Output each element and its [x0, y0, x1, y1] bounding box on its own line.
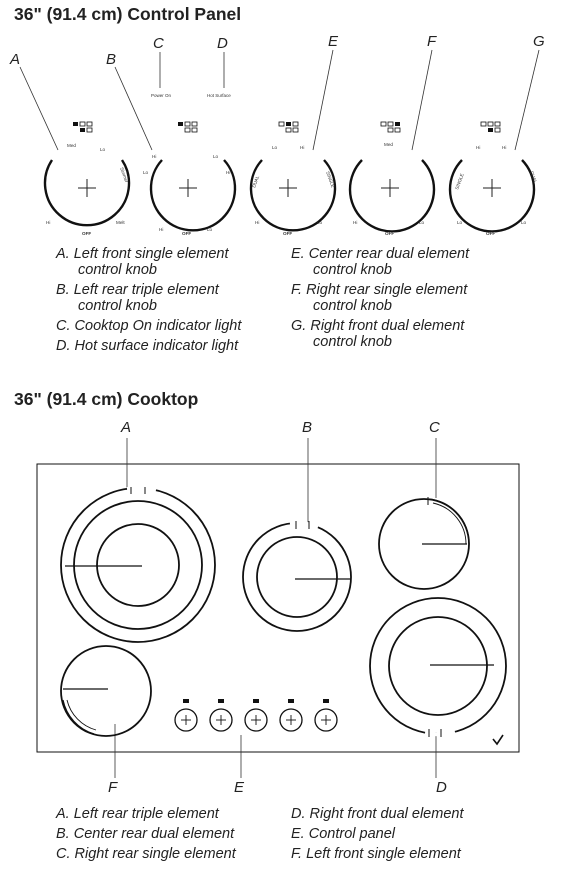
svg-text:OFF: OFF: [486, 231, 495, 236]
svg-text:Hi: Hi: [152, 154, 156, 159]
knob-center-rear-dual[interactable]: Lo Hi DUAL SINGLE Hi Lo OFF: [249, 121, 337, 236]
hot-surface-label: Hot Surface: [207, 93, 231, 98]
knob-left-rear-triple[interactable]: Hi Lo Lo Hi Hi Lo OFF: [143, 121, 237, 236]
svg-text:Lo: Lo: [457, 220, 463, 225]
element-position-icon: [73, 121, 93, 133]
svg-text:Hi: Hi: [159, 227, 163, 232]
cooktop-knob-2[interactable]: [209, 699, 233, 732]
legend-item-e: E. Control panel: [291, 826, 395, 842]
cooktop-knob-5[interactable]: [314, 699, 338, 732]
callout-e: E: [234, 779, 245, 796]
svg-text:SINGLE: SINGLE: [454, 173, 464, 191]
callout-b: B: [106, 51, 116, 68]
legend-item-d: D. Hot surface indicator light: [56, 338, 239, 354]
element-left-front-single: [60, 645, 152, 737]
callout-b-leader: [114, 66, 153, 151]
legend-item-c: C. Right rear single element: [56, 846, 236, 862]
legend-item-b: B. Left rear triple element: [56, 282, 219, 298]
callout-a-leader: [19, 66, 59, 151]
legend-item-a: A. Left front single element: [56, 246, 229, 262]
svg-text:Hi: Hi: [502, 145, 506, 150]
svg-text:Hi: Hi: [476, 145, 480, 150]
callout-d: D: [217, 35, 228, 52]
svg-text:OFF: OFF: [385, 231, 394, 236]
svg-text:Lo: Lo: [143, 170, 149, 175]
legend-item-f: F. Right rear single element: [291, 282, 468, 298]
brand-logo-icon: [492, 734, 504, 746]
callout-e-leader: [312, 49, 334, 151]
callout-a: A: [9, 51, 20, 68]
svg-text:Hi: Hi: [300, 145, 304, 150]
svg-text:Lo: Lo: [521, 220, 527, 225]
callout-d: D: [436, 779, 447, 796]
callout-f: F: [108, 779, 118, 796]
svg-text:OFF: OFF: [182, 231, 191, 236]
legend-item-d: D. Right front dual element: [291, 806, 464, 822]
svg-text:OFF: OFF: [283, 231, 292, 236]
svg-text:Hi: Hi: [46, 220, 50, 225]
svg-text:Med: Med: [384, 142, 393, 147]
svg-text:OFF: OFF: [82, 231, 91, 236]
knob-right-front-dual[interactable]: Hi Hi SINGLE DUAL Lo Lo OFF: [448, 121, 538, 236]
cooktop-knob-1[interactable]: [174, 699, 198, 732]
callout-f: F: [427, 33, 437, 50]
element-right-front-dual: [369, 597, 507, 737]
power-on-label: Power On: [151, 93, 172, 98]
svg-text:Lo: Lo: [100, 147, 106, 152]
cooktop-title: 36" (91.4 cm) Cooktop: [14, 389, 199, 409]
svg-text:Lo: Lo: [419, 220, 425, 225]
svg-text:Lo: Lo: [207, 227, 213, 232]
svg-text:DUAL: DUAL: [529, 171, 538, 185]
knob-left-front-single[interactable]: Med Lo Simmer Hi Melt OFF: [43, 121, 131, 236]
control-panel-title: 36" (91.4 cm) Control Panel: [14, 4, 242, 24]
legend-item-f: F. Left front single element: [291, 846, 461, 862]
svg-text:Lo: Lo: [213, 154, 219, 159]
control-panel: [174, 699, 338, 732]
element-position-icon: [380, 121, 401, 133]
cooktop-knob-3[interactable]: [244, 699, 268, 732]
svg-text:Lo: Lo: [317, 220, 323, 225]
legend-item-a: A. Left rear triple element: [56, 806, 219, 822]
legend-item-b: B. Center rear dual element: [56, 826, 235, 842]
svg-text:Melt: Melt: [116, 220, 125, 225]
legend-item-e: E. Center rear dual element: [291, 246, 470, 262]
svg-text:Hi: Hi: [255, 220, 259, 225]
svg-text:Lo: Lo: [272, 145, 278, 150]
element-position-icon: [278, 121, 299, 133]
element-position-icon: [178, 121, 198, 133]
element-left-rear-triple: [60, 486, 216, 643]
callout-b: B: [302, 419, 312, 436]
element-center-rear-dual: [242, 521, 352, 632]
callout-g: G: [533, 33, 545, 50]
callout-e: E: [328, 33, 339, 50]
callout-f-leader: [411, 49, 433, 151]
cooktop-outline: [36, 463, 520, 753]
svg-text:Med: Med: [67, 143, 76, 148]
legend-item-g: G. Right front dual element: [291, 318, 465, 334]
callout-c: C: [153, 35, 164, 52]
callout-g-leader: [514, 49, 540, 151]
element-right-rear-single: [378, 497, 470, 590]
element-position-icon: [480, 121, 501, 133]
cooktop-knob-4[interactable]: [279, 699, 303, 732]
svg-text:Hi: Hi: [226, 170, 230, 175]
svg-text:Simmer: Simmer: [119, 167, 129, 184]
knob-right-rear-single[interactable]: Med Hi Lo OFF: [348, 121, 436, 236]
control-panel-diagram: A B C D E F G Power On Hot Surface Med L…: [9, 33, 545, 236]
legend-item-c: C. Cooktop On indicator light: [56, 318, 242, 334]
svg-text:Hi: Hi: [353, 220, 357, 225]
svg-text:SINGLE: SINGLE: [325, 171, 335, 189]
callout-a: A: [120, 419, 131, 436]
callout-c: C: [429, 419, 440, 436]
svg-text:DUAL: DUAL: [251, 175, 260, 189]
cooktop-diagram: A B C F E D: [36, 419, 520, 796]
